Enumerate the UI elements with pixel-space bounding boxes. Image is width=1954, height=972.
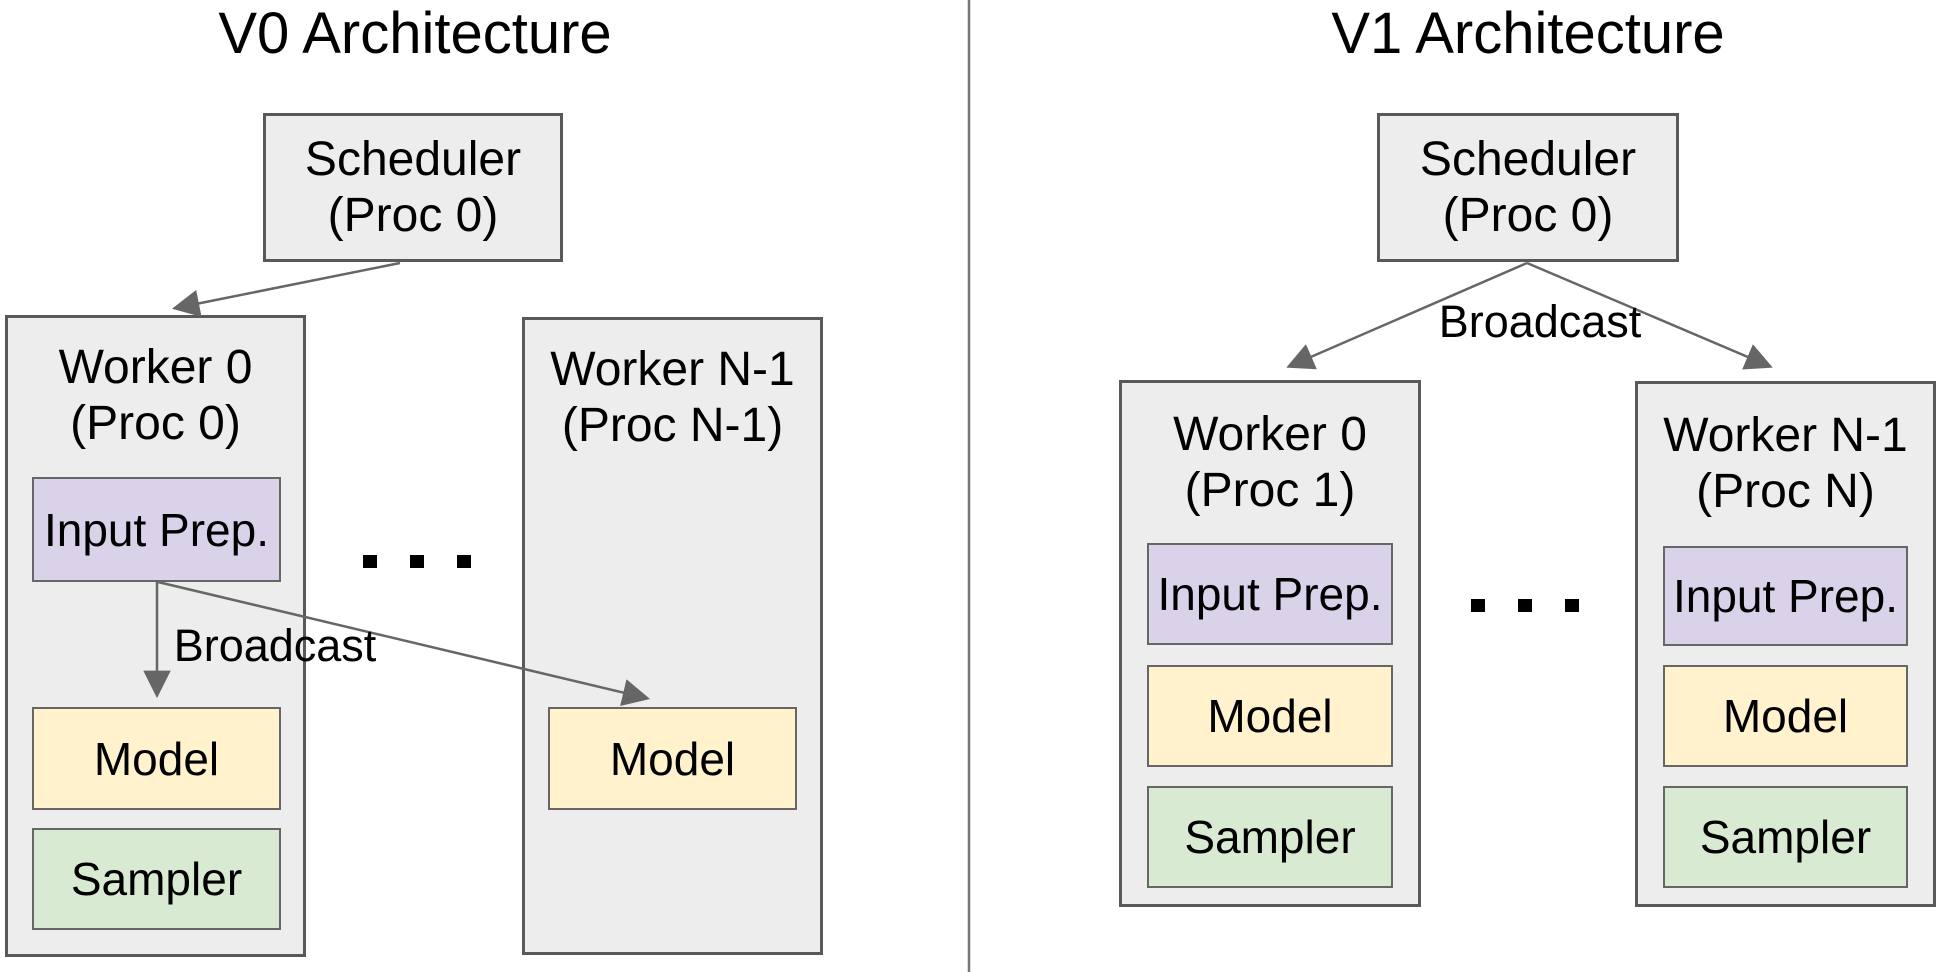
- v1-worker0-sampler-label: Sampler: [1184, 811, 1356, 863]
- v0-workerN-box: [522, 317, 823, 955]
- v1-worker0-input-prep-box: Input Prep.: [1147, 543, 1393, 645]
- v1-workerN-sampler-box: Sampler: [1663, 786, 1908, 888]
- v1-worker0-model-label: Model: [1207, 690, 1333, 742]
- v0-worker0-input-prep-box: Input Prep.: [32, 477, 281, 582]
- v1-workerN-input-prep-label: Input Prep.: [1672, 570, 1899, 622]
- v0-scheduler-box: Scheduler (Proc 0): [263, 113, 563, 262]
- v1-worker0-model-box: Model: [1147, 665, 1393, 767]
- v0-worker0-sampler-label: Sampler: [70, 853, 243, 905]
- v1-workerN-input-prep-box: Input Prep.: [1663, 546, 1908, 646]
- v0-workerN-model-label: Model: [609, 732, 736, 785]
- v0-scheduler-name: Scheduler: [304, 132, 522, 186]
- v1-scheduler-name: Scheduler: [1419, 132, 1637, 186]
- v0-scheduler-label: Scheduler (Proc 0): [266, 116, 560, 259]
- v1-worker0-sampler-box: Sampler: [1147, 786, 1393, 888]
- v0-worker0-model-label: Model: [93, 732, 220, 785]
- v0-scheduler-proc: (Proc 0): [327, 188, 499, 242]
- v1-scheduler-proc: (Proc 0): [1442, 188, 1614, 242]
- v1-worker0-input-prep-label: Input Prep.: [1157, 568, 1383, 620]
- v0-worker0-sampler-box: Sampler: [32, 828, 281, 930]
- v0-workerN-model-box: Model: [548, 707, 797, 810]
- v1-workerN-model-label: Model: [1722, 690, 1849, 742]
- v1-scheduler-box: Scheduler (Proc 0): [1377, 113, 1679, 262]
- v1-workerN-model-box: Model: [1663, 665, 1908, 767]
- v1-scheduler-label: Scheduler (Proc 0): [1380, 116, 1676, 259]
- v0-worker0-model-box: Model: [32, 707, 281, 810]
- v1-workerN-sampler-label: Sampler: [1699, 811, 1872, 863]
- v0-worker0-input-prep-label: Input Prep.: [43, 503, 270, 556]
